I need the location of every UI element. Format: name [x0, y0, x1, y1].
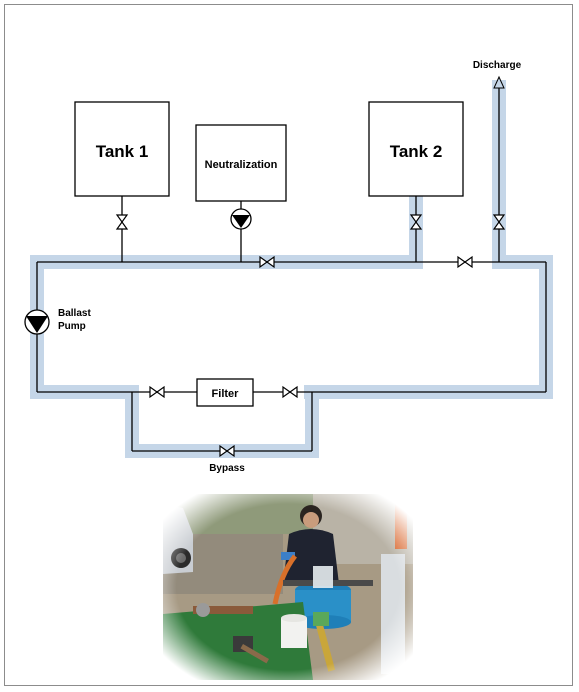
ballast-pump-label-line1: Ballast	[58, 308, 91, 319]
neutralization-label: Neutralization	[205, 159, 278, 171]
test-rig-photo	[163, 494, 413, 680]
filter-unit: Filter	[196, 378, 254, 407]
valve-filter-outlet-icon	[282, 385, 298, 399]
valve-filter-inlet-icon	[149, 385, 165, 399]
tank-1: Tank 1	[74, 101, 170, 197]
tank-2: Tank 2	[368, 101, 464, 197]
discharge-label: Discharge	[473, 60, 522, 71]
neutralization-pump-icon	[230, 208, 252, 230]
valve-bypass-icon	[219, 444, 235, 458]
bypass-label: Bypass	[209, 463, 245, 474]
valve-main-top-icon	[259, 255, 275, 269]
valve-discharge-branch-icon	[457, 255, 473, 269]
ballast-pump-label-line2: Pump	[58, 321, 86, 332]
neutralization-tank: Neutralization	[195, 124, 287, 202]
test-rig-photo-illustration	[163, 494, 413, 680]
ballast-pump-icon	[24, 309, 50, 335]
valve-discharge-icon	[492, 214, 506, 230]
valve-tank-1-icon	[115, 214, 129, 230]
discharge-arrow	[493, 75, 505, 89]
valve-tank-2-icon	[409, 214, 423, 230]
tank-1-label: Tank 1	[96, 142, 149, 161]
tank-2-label: Tank 2	[390, 142, 443, 161]
filter-label: Filter	[212, 388, 240, 400]
